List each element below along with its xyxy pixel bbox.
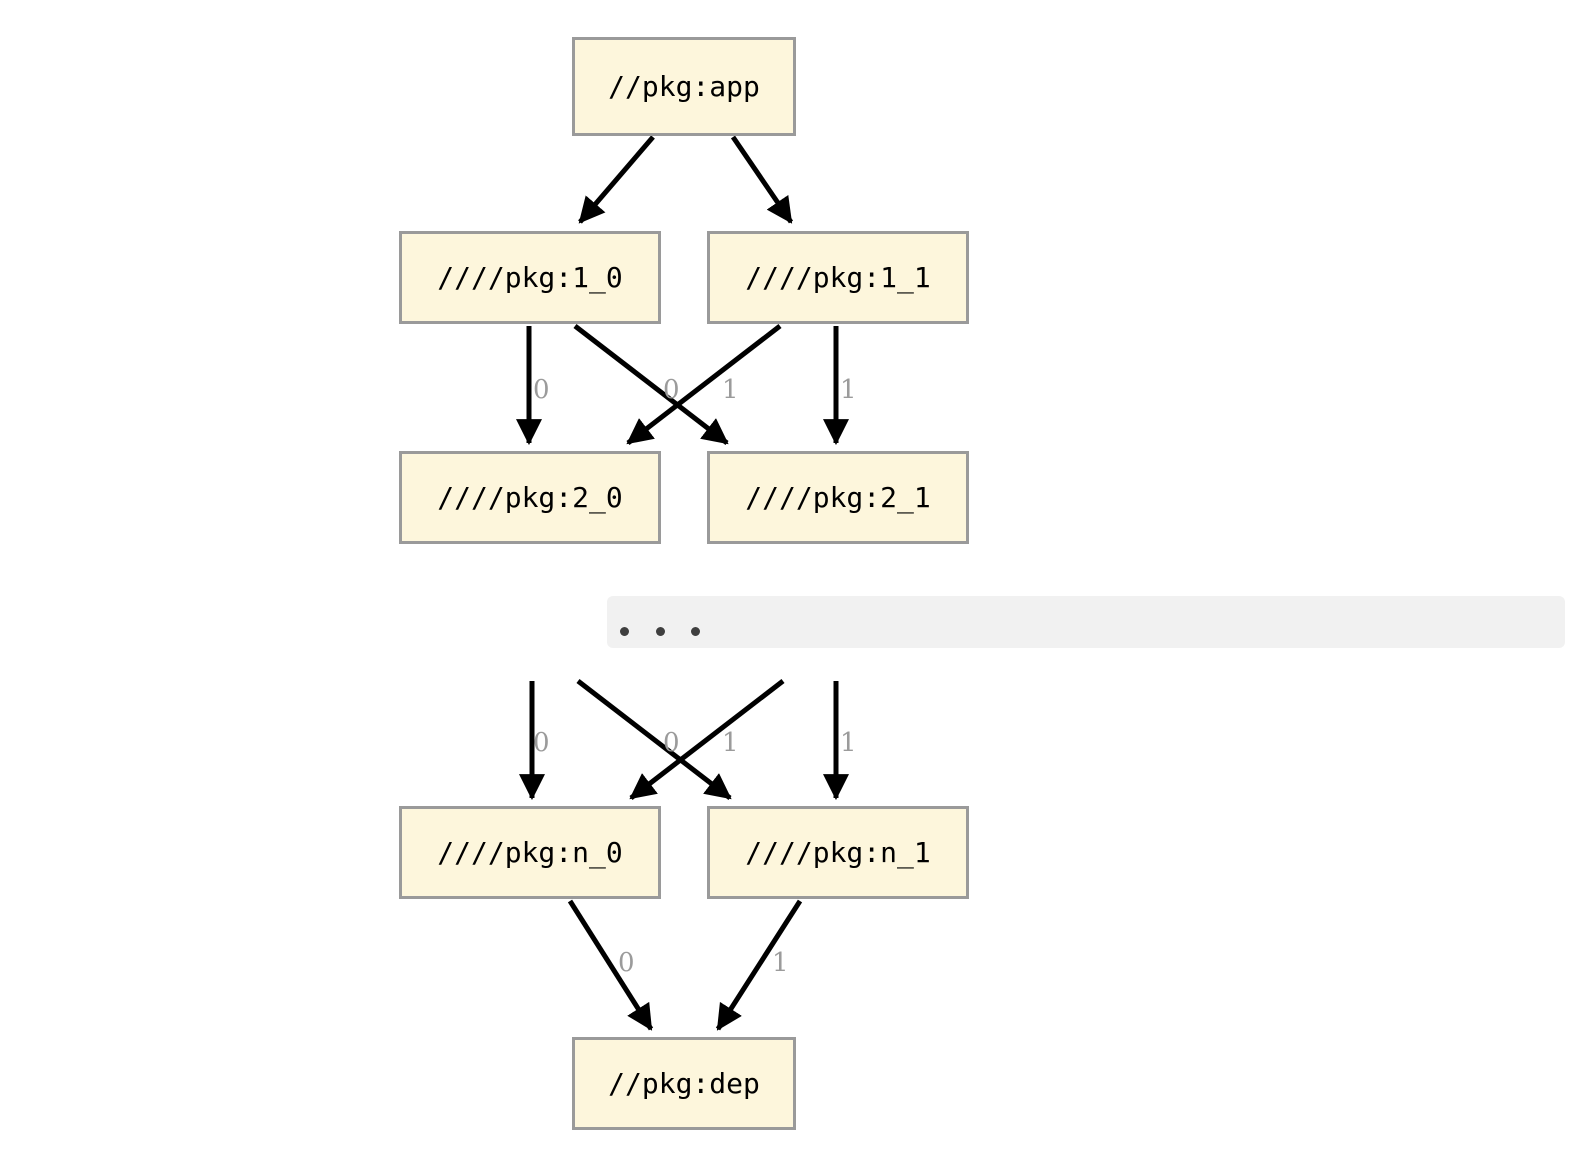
node-label: ////pkg:n_0 xyxy=(437,836,623,869)
node-pkg-n_1[interactable]: ////pkg:n_1 xyxy=(707,806,969,899)
edge-app-to-1_0 xyxy=(578,135,655,224)
edge-label-n_0-to-dep: 0 xyxy=(618,948,635,978)
edge-1_1-to-2_0 xyxy=(626,324,782,445)
ellipsis-dot-2 xyxy=(656,627,665,636)
edge-n_1-to-dep xyxy=(715,899,803,1031)
node-label: ////pkg:1_0 xyxy=(437,261,623,294)
node-label: ////pkg:n_1 xyxy=(745,836,931,869)
node-pkg-app[interactable]: //pkg:app xyxy=(572,37,796,136)
node-pkg-1_1[interactable]: ////pkg:1_1 xyxy=(707,231,969,324)
node-label: //pkg:app xyxy=(608,70,760,103)
node-label: //pkg:dep xyxy=(608,1067,760,1100)
edge-label-prev2-to-n_1: 1 xyxy=(840,728,857,758)
edge-label-1_1-to-2_0: 0 xyxy=(663,375,680,405)
node-pkg-n_0[interactable]: ////pkg:n_0 xyxy=(399,806,661,899)
node-pkg-2_1[interactable]: ////pkg:2_1 xyxy=(707,451,969,544)
node-pkg-dep[interactable]: //pkg:dep xyxy=(572,1037,796,1130)
edge-label-1_1-to-2_1: 1 xyxy=(840,375,857,405)
edge-label-1_0-to-2_1: 1 xyxy=(722,375,739,405)
edge-1_0-to-2_1 xyxy=(573,324,729,445)
edge-label-prev-to-n_0: 0 xyxy=(533,728,550,758)
node-label: ////pkg:2_1 xyxy=(745,481,931,514)
edge-label-prev-to-n_1: 1 xyxy=(722,728,739,758)
edge-prev2-to-n_0 xyxy=(629,679,785,800)
edge-n_0-to-dep xyxy=(567,899,654,1031)
node-pkg-1_0[interactable]: ////pkg:1_0 xyxy=(399,231,661,324)
ellipsis-dot-1 xyxy=(620,627,629,636)
edge-label-n_1-to-dep: 1 xyxy=(772,948,789,978)
ellipsis-dot-3 xyxy=(691,627,700,636)
edge-label-1_0-to-2_0: 0 xyxy=(533,375,550,405)
edge-app-to-1_1 xyxy=(730,135,794,224)
collapsed-section-bar[interactable] xyxy=(607,596,1565,648)
edge-prev-to-n_1 xyxy=(576,679,732,800)
edge-label-prev2-to-n_0: 0 xyxy=(663,728,680,758)
node-pkg-2_0[interactable]: ////pkg:2_0 xyxy=(399,451,661,544)
node-label: ////pkg:1_1 xyxy=(745,261,931,294)
node-label: ////pkg:2_0 xyxy=(437,481,623,514)
